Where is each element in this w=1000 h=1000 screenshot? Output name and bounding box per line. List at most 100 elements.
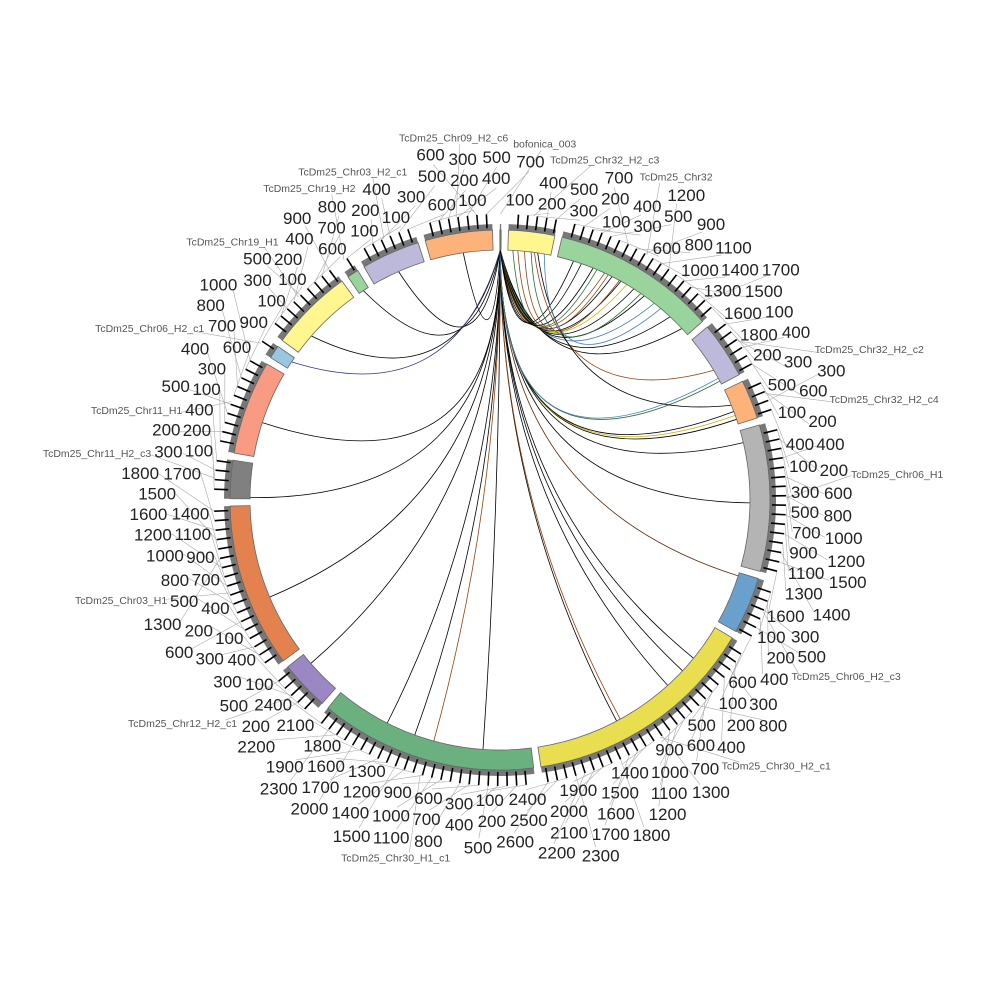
tick-mark [544,767,549,783]
tick-label: 200 [185,621,213,640]
label-leader-line [783,533,828,561]
tick-mark [224,421,239,427]
label-leader-line [265,702,299,721]
label-leader-line [318,744,353,801]
tick-label: 100 [789,457,817,476]
segment-arc[interactable] [287,653,337,704]
tick-label: 400 [782,323,810,342]
tick-label: 100 [778,403,806,422]
tick-label: 2500 [510,811,548,830]
tick-label: 400 [228,651,256,670]
tick-label: 1600 [129,505,167,524]
tick-label: 100 [475,791,503,810]
tick-mark [227,412,242,419]
tick-mark [466,215,470,230]
tick-mark [652,263,662,276]
segment-arc[interactable] [717,572,759,633]
segment-bofonica_003[interactable]: bofonica_003 [499,138,577,251]
tick-label: 1000 [681,261,719,280]
label-leader-line [332,738,370,755]
segment-arc[interactable] [229,459,254,500]
segment-arc[interactable] [556,236,704,336]
tick-mark [230,589,244,596]
segment-label: TcDm25_Chr19_H2 [263,183,355,195]
label-leader-line [652,258,688,278]
tick-mark [771,513,786,516]
tick-label: 600 [416,146,444,165]
tick-mark [485,214,488,229]
segment-arc[interactable] [281,280,355,353]
link-28 [499,249,655,342]
tick-label: 500 [798,648,826,667]
label-leader-line [737,340,820,353]
label-leader-line [785,514,826,538]
label-leader-line [460,785,508,795]
label-leader-line [604,755,630,826]
tick-label: 1200 [343,782,381,801]
tick-label: 900 [240,313,268,332]
label-leader-line [760,382,779,416]
tick-mark [218,545,233,550]
segment-arc[interactable] [724,380,758,425]
segment-arc[interactable] [233,363,285,457]
segment-tick-band [759,423,776,574]
tick-label: 100 [257,291,285,310]
tick-label: 300 [749,695,777,714]
tick-mark [629,248,638,262]
tick-mark [707,675,719,686]
segment-arc[interactable] [424,229,494,261]
segment-TcDm25_Chr30_H2_c1[interactable]: 1002003004005006007008009001000110012001… [496,627,831,866]
segment-arc[interactable] [499,229,502,251]
tick-mark [215,527,230,531]
segment-tick-band [562,231,708,322]
segment-label: TcDm25_Chr09_H2_c6 [399,132,508,144]
segment-TcDm25_Chr19_H1[interactable]: 100200300400500600700800900TcDm25_Chr19_… [186,198,355,353]
tick-mark [622,742,630,756]
segment-TcDm25_Chr03_H1[interactable]: 1002003004005006007008009001000110012001… [75,464,300,669]
segment-arc[interactable] [229,505,300,662]
segment-arc[interactable] [347,269,369,294]
segment-TcDm25_Chr11_H1[interactable]: 1002003004005006007008009001000TcDm25_Ch… [91,275,285,457]
link-9 [386,249,501,724]
tick-label: 1000 [199,275,237,294]
tick-label: 1300 [348,762,386,781]
segment-arc[interactable] [691,326,740,385]
segment-TcDm25_Chr30_H1_c1[interactable]: 1002003004005006007008009001000110012001… [237,692,535,865]
tick-label: 1700 [301,778,339,797]
tick-label: 2100 [550,823,588,842]
tick-mark [219,554,234,560]
label-leader-line [158,473,215,512]
tick-mark [320,711,331,724]
segment-arc[interactable] [327,692,535,771]
link-43 [537,252,732,408]
tick-label: 1600 [307,757,345,776]
segment-arc[interactable] [739,424,771,573]
tick-mark [763,428,778,434]
tick-label: 300 [397,187,425,206]
tick-mark [220,440,235,445]
tick-label: 300 [817,361,845,380]
segment-arc[interactable] [270,345,295,369]
tick-label: 400 [760,670,788,689]
tick-label: 2300 [260,779,298,798]
segment-TcDm25_Chr32[interactable]: 1002003004005006007008009001000110012001… [556,169,800,345]
segment-arc[interactable] [507,229,556,256]
link-13 [499,249,617,722]
segment-arc[interactable] [363,242,425,285]
tick-label: 1800 [303,737,341,756]
tick-mark [458,769,463,784]
label-leader-line [765,393,832,403]
segment-arc[interactable] [537,627,733,768]
label-leader-line [398,185,436,233]
